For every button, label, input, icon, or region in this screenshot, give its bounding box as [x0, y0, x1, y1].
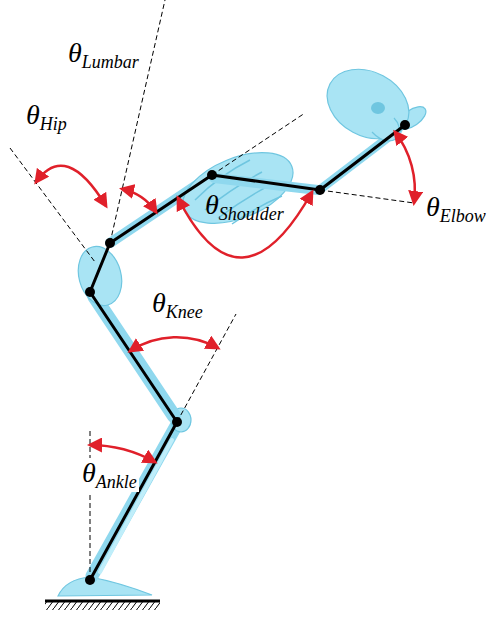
angle-label: θLumbar [66, 38, 141, 72]
angle-label: θHip [24, 100, 69, 134]
angle-label: θAnkle [80, 458, 139, 492]
ground [45, 601, 160, 610]
reference-lines [10, 0, 414, 580]
angle-label: θShoulder [203, 190, 286, 224]
angle-label: θElbow [424, 192, 488, 226]
skeleton [58, 56, 430, 596]
angle-label: θKnee [150, 288, 205, 322]
link-model [85, 120, 410, 585]
angle-arcs [36, 132, 415, 462]
